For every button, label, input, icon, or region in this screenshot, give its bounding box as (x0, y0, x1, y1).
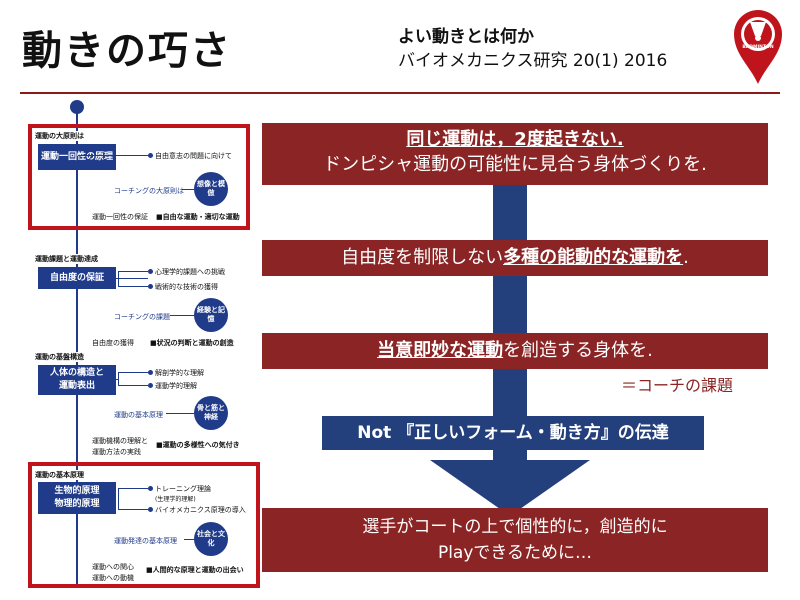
coach-task-note: ＝コーチの課題 (621, 376, 734, 395)
section2-item2: 戦術的な技術の獲得 (155, 283, 218, 291)
bullet (148, 370, 153, 375)
connector (184, 539, 194, 540)
section1-label: 運動の大原則は (34, 131, 85, 141)
connector (118, 372, 119, 385)
connector (118, 509, 148, 510)
statement-1-line2: ドンピシャ運動の可能性に見合う身体づくりを. (323, 154, 707, 175)
section1-box: 運動一回性の原理 (38, 144, 116, 170)
section3-box-line2: 運動表出 (58, 381, 95, 391)
section4-label: 運動の基本原理 (34, 470, 85, 480)
reference-title: よい動きとは何か (398, 27, 534, 47)
statement-3-emphasis: 当意即妙な運動 (377, 340, 504, 361)
statement-bar-2: 自由度を制限しない多種の能動的な運動を. (262, 240, 768, 276)
connector (78, 155, 150, 156)
section2-bottom-right: ■状況の判断と運動の創造 (150, 339, 234, 347)
connector (166, 413, 194, 414)
statement-bar-1: 同じ運動は，2度起きない. ドンピシャ運動の可能性に見合う身体づくりを. (262, 123, 768, 185)
connector (170, 315, 194, 316)
bullet (148, 153, 153, 158)
highlight-frame-1 (28, 124, 250, 230)
reference-journal: バイオメカニクス研究 20(1) 2016 (398, 51, 668, 71)
bullet (148, 284, 153, 289)
statement-2-post: . (683, 247, 689, 268)
section4-basic: 運動発達の基本原理 (114, 537, 177, 545)
section3-bottom-right: ■運動の多様性への気付き (156, 441, 240, 449)
badminton-logo-icon: BADMINTON (734, 10, 782, 84)
connector (118, 271, 148, 272)
section3-box-line1: 人体の構造と (49, 368, 104, 378)
connector (118, 385, 148, 386)
section3-basic: 運動の基本原理 (114, 411, 163, 419)
connector (182, 189, 194, 190)
section2-bottom-left: 自由度の獲得 (92, 339, 134, 347)
section3-label: 運動の基盤構造 (34, 352, 85, 362)
section3-bottom-left1: 運動機構の理解と (92, 437, 148, 445)
connector (118, 372, 148, 373)
section3-circle-line1: 骨と筋と (197, 404, 225, 412)
section2-label: 運動課題と運動達成 (34, 254, 99, 264)
not-statement-bar: Not 『正しいフォーム・動き方』の伝達 (322, 416, 704, 450)
section1-bottom-left: 運動一回性の保証 (92, 213, 148, 221)
statement-3-post: を創造する身体を. (503, 340, 653, 361)
flow-start-dot (70, 100, 84, 114)
bullet (148, 507, 153, 512)
logo-text: BADMINTON (742, 44, 773, 50)
section2-coaching: コーチングの課題 (114, 313, 170, 321)
section4-circle: 社会と文化 (194, 522, 228, 556)
connector (118, 286, 148, 287)
connector (118, 271, 119, 287)
section4-item2: バイオメカニクス原理の導入 (155, 506, 246, 514)
section1-circle: 想像と模倣 (194, 172, 228, 206)
section3-circle: 骨と筋と 神経 (194, 396, 228, 430)
section1-bottom-right: ■自由な運動・適切な運動 (156, 213, 240, 221)
bullet (148, 269, 153, 274)
section4-item1-sub: (生理学的理解) (155, 496, 196, 503)
section3-bottom-left2: 運動方法の実践 (92, 448, 141, 456)
header-divider (20, 92, 780, 94)
section4-bottom-left2: 運動への動機 (92, 574, 134, 582)
highlight-frame-2 (28, 462, 260, 588)
bullet (148, 486, 153, 491)
statement-4-line2: Playできるために… (437, 543, 593, 563)
flow-line (76, 108, 78, 586)
statement-bar-4: 選手がコートの上で個性的に，創造的に Playできるために… (262, 508, 768, 572)
section4-bottom-right: ■人間的な原理と運動の出会い (146, 566, 244, 574)
bullet (148, 383, 153, 388)
section3-box: 人体の構造と 運動表出 (38, 365, 116, 395)
section4-bottom-left1: 運動への関心 (92, 563, 134, 571)
section2-item1: 心理学的課題への挑戦 (155, 268, 225, 276)
section4-box: 生物的原理 物理的原理 (38, 482, 116, 514)
section1-coaching: コーチングの大原則は (114, 187, 184, 195)
section3-circle-line2: 神経 (204, 413, 218, 421)
statement-1-line1: 同じ運動は，2度起きない. (406, 129, 624, 150)
section3-item1: 解剖学的な理解 (155, 369, 204, 377)
section1-item: 自由意志の問題に向けて (155, 152, 232, 160)
section4-box-line1: 生物的原理 (54, 486, 100, 496)
section4-box-line2: 物理的原理 (54, 499, 100, 509)
connector (118, 488, 148, 489)
connector (118, 488, 119, 509)
connector (116, 278, 148, 279)
section2-circle: 経験と記憶 (194, 298, 228, 332)
connector (116, 379, 118, 380)
section2-box: 自由度の保証 (38, 267, 116, 289)
section4-item1: トレーニング理論 (155, 485, 211, 493)
statement-bar-3: 当意即妙な運動を創造する身体を. (262, 333, 768, 369)
down-arrow-head (430, 460, 590, 516)
page-title: 動きの巧さ (22, 28, 232, 74)
statement-2-emphasis: 多種の能動的な運動を (503, 247, 684, 268)
statement-4-line1: 選手がコートの上で個性的に，創造的に (362, 517, 668, 537)
statement-2-pre: 自由度を制限しない (341, 247, 504, 268)
section3-item2: 運動学的理解 (155, 382, 197, 390)
